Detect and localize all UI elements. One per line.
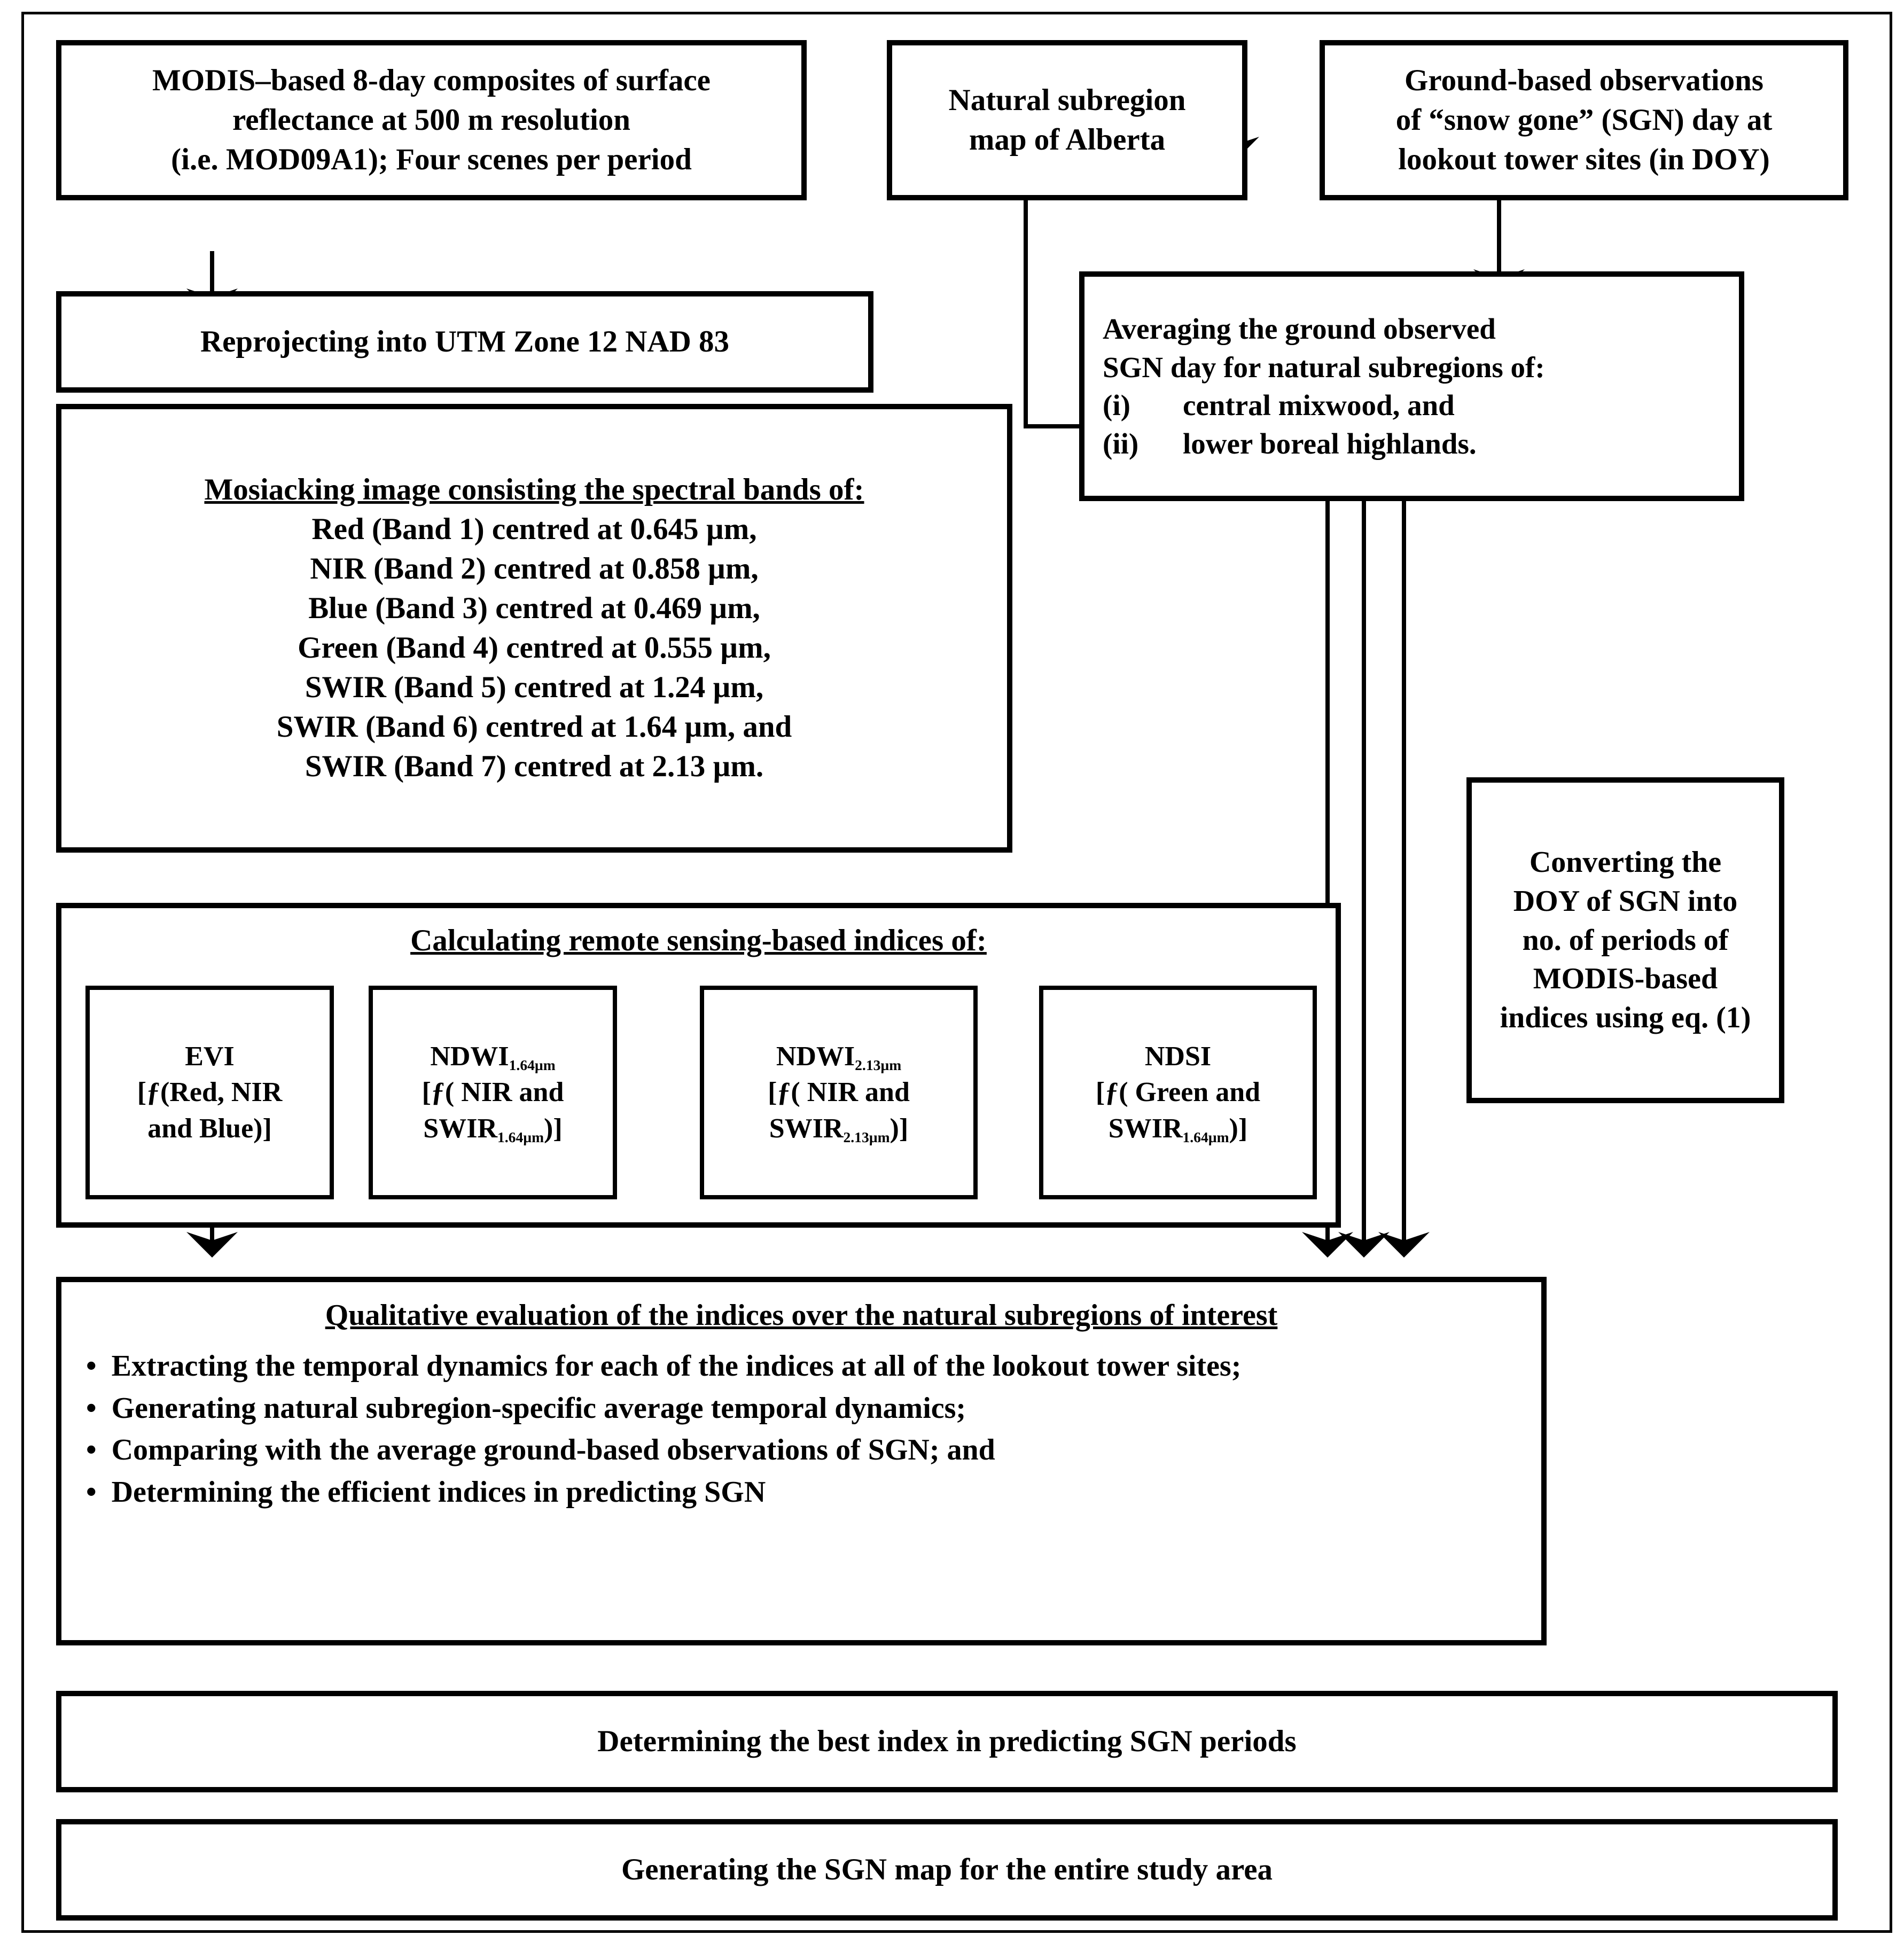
reproject-line-1: Reprojecting into UTM Zone 12 NAD 83 bbox=[200, 324, 730, 358]
index-box-ndwi-164[interactable]: NDWI1.64µm [ƒ( NIR and SWIR1.64µm)] bbox=[369, 986, 617, 1199]
averaging-item-1: (i) central mixwood, and bbox=[1103, 386, 1739, 425]
node-subregion-map[interactable]: Natural subregion map of Alberta bbox=[887, 40, 1247, 200]
index-ndsi-formula-1: [ƒ( Green and bbox=[1095, 1077, 1261, 1108]
qualitative-bullet-list: • Extracting the temporal dynamics for e… bbox=[61, 1344, 1541, 1512]
groundobs-line-3: lookout tower sites (in DOY) bbox=[1398, 143, 1770, 177]
index-evi-formula-1: [ƒ(Red, NIR bbox=[137, 1077, 283, 1108]
node-mosaicking[interactable]: Mosiacking image consisting the spectral… bbox=[56, 404, 1012, 853]
node-best-index[interactable]: Determining the best index in predicting… bbox=[56, 1691, 1838, 1792]
index-ndwi213-name: NDWI2.13µm bbox=[776, 1041, 902, 1073]
outer-frame bbox=[21, 12, 1892, 1933]
node-converting-doy[interactable]: Converting the DOY of SGN into no. of pe… bbox=[1466, 777, 1784, 1103]
mosaicking-band-2: NIR (Band 2) centred at 0.858 µm, bbox=[310, 551, 759, 586]
sgn-map-line-1: Generating the SGN map for the entire st… bbox=[621, 1852, 1273, 1886]
index-evi-formula-2: and Blue)] bbox=[147, 1113, 272, 1144]
subregion-line-1: Natural subregion bbox=[948, 83, 1186, 117]
index-ndwi213-formula-1: [ƒ( NIR and bbox=[768, 1077, 910, 1108]
node-sgn-map[interactable]: Generating the SGN map for the entire st… bbox=[56, 1819, 1838, 1921]
index-evi-name: EVI bbox=[185, 1041, 235, 1072]
index-ndsi-formula-2: SWIR1.64µm)] bbox=[1108, 1113, 1248, 1146]
converting-line-4: MODIS-based bbox=[1533, 962, 1718, 996]
node-ground-observations[interactable]: Ground-based observations of “snow gone”… bbox=[1320, 40, 1848, 200]
index-ndwi164-formula-1: [ƒ( NIR and bbox=[422, 1077, 564, 1108]
modis-line-1: MODIS–based 8-day composites of surface bbox=[152, 63, 711, 97]
best-index-line-1: Determining the best index in predicting… bbox=[597, 1724, 1297, 1758]
converting-line-2: DOY of SGN into bbox=[1513, 884, 1738, 918]
index-ndwi213-formula-2: SWIR2.13µm)] bbox=[769, 1113, 909, 1146]
node-averaging[interactable]: Averaging the ground observed SGN day fo… bbox=[1079, 271, 1744, 501]
mosaicking-band-5: SWIR (Band 5) centred at 1.24 µm, bbox=[305, 670, 764, 705]
qualitative-bullet-1: • Extracting the temporal dynamics for e… bbox=[86, 1349, 1242, 1383]
mosaicking-band-3: Blue (Band 3) centred at 0.469 µm, bbox=[308, 591, 760, 625]
converting-line-5: indices using eq. (1) bbox=[1500, 1001, 1751, 1035]
averaging-item-2: (ii) lower boreal highlands. bbox=[1103, 425, 1739, 463]
averaging-item-2-num: (ii) bbox=[1103, 427, 1139, 460]
qualitative-bullet-3: • Comparing with the average ground-base… bbox=[86, 1433, 995, 1467]
mosaicking-title: Mosiacking image consisting the spectral… bbox=[204, 472, 864, 506]
mosaicking-band-1: Red (Band 1) centred at 0.645 µm, bbox=[311, 512, 757, 546]
qualitative-bullet-4: • Determining the efficient indices in p… bbox=[86, 1476, 766, 1509]
mosaicking-band-6: SWIR (Band 6) centred at 1.64 µm, and bbox=[276, 710, 792, 744]
index-ndsi-name: NDSI bbox=[1144, 1041, 1212, 1072]
groundobs-line-2: of “snow gone” (SGN) day at bbox=[1395, 103, 1773, 137]
node-modis-source[interactable]: MODIS–based 8-day composites of surface … bbox=[56, 40, 807, 200]
index-ndwi164-formula-2: SWIR1.64µm)] bbox=[423, 1113, 563, 1146]
converting-line-3: no. of periods of bbox=[1522, 923, 1729, 957]
mosaicking-band-7: SWIR (Band 7) centred at 2.13 µm. bbox=[305, 750, 764, 784]
modis-line-2: reflectance at 500 m resolution bbox=[232, 103, 631, 137]
index-ndwi213-name-sub: 2.13µm bbox=[855, 1056, 902, 1073]
mosaicking-band-4: Green (Band 4) centred at 0.555 µm, bbox=[298, 631, 771, 665]
index-ndwi164-name-sub: 1.64µm bbox=[509, 1056, 556, 1073]
averaging-item-1-text: central mixwood, and bbox=[1183, 389, 1455, 422]
index-box-evi[interactable]: EVI [ƒ(Red, NIR and Blue)] bbox=[85, 986, 334, 1199]
averaging-item-1-num: (i) bbox=[1103, 389, 1130, 422]
groundobs-line-1: Ground-based observations bbox=[1404, 63, 1763, 97]
index-box-ndsi[interactable]: NDSI [ƒ( Green and SWIR1.64µm)] bbox=[1039, 986, 1317, 1199]
index-box-ndwi-213[interactable]: NDWI2.13µm [ƒ( NIR and SWIR2.13µm)] bbox=[700, 986, 978, 1199]
averaging-item-2-text: lower boreal highlands. bbox=[1183, 427, 1477, 460]
qualitative-title: Qualitative evaluation of the indices ov… bbox=[325, 1299, 1278, 1332]
averaging-line-2: SGN day for natural subregions of: bbox=[1103, 350, 1545, 384]
node-qualitative-evaluation[interactable]: Qualitative evaluation of the indices ov… bbox=[56, 1277, 1547, 1645]
qualitative-bullet-2: • Generating natural subregion-specific … bbox=[86, 1391, 966, 1425]
subregion-line-2: map of Alberta bbox=[969, 123, 1166, 157]
averaging-line-1: Averaging the ground observed bbox=[1103, 313, 1496, 345]
node-reprojecting[interactable]: Reprojecting into UTM Zone 12 NAD 83 bbox=[56, 291, 873, 393]
indices-title: Calculating remote sensing-based indices… bbox=[410, 924, 987, 957]
index-ndwi164-name: NDWI1.64µm bbox=[430, 1041, 556, 1073]
converting-line-1: Converting the bbox=[1529, 846, 1722, 879]
modis-line-3: (i.e. MOD09A1); Four scenes per period bbox=[171, 143, 692, 177]
